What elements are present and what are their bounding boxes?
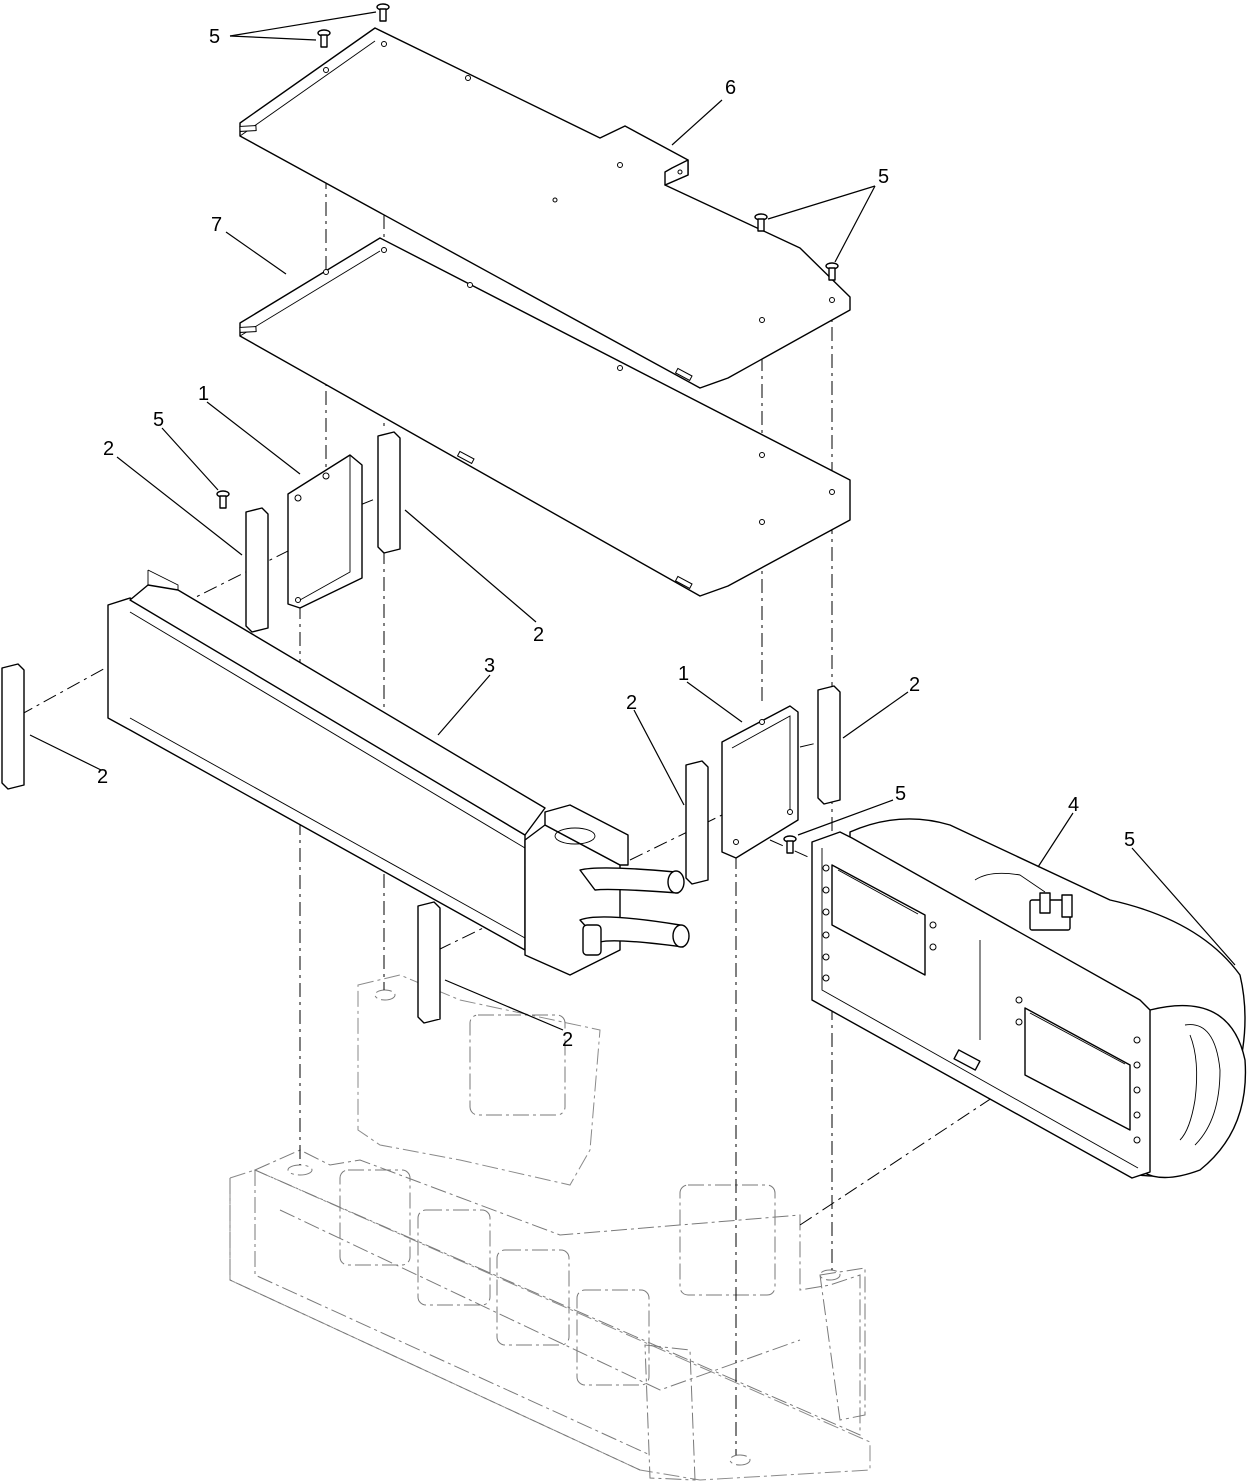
callout-screw-blower: 5 — [1124, 829, 1135, 851]
leader-lines — [29, 11, 1236, 1031]
screw-top-left — [317, 29, 331, 48]
screw-bracket-left — [216, 490, 230, 509]
callout-screws-cover-right: 5 — [878, 166, 889, 188]
base-housing-phantom — [229, 974, 871, 1481]
callout-seal-left-mid: 2 — [103, 438, 114, 460]
callout-bracket-left: 1 — [198, 383, 209, 405]
bracket-right — [721, 705, 799, 859]
callout-bracket-right: 1 — [678, 663, 689, 685]
callout-seal-bottom: 2 — [562, 1029, 573, 1051]
screw-top-right — [376, 3, 390, 22]
callout-gasket-plate: 7 — [211, 214, 222, 236]
callout-seal-right-lower: 2 — [626, 692, 637, 714]
seal-left-mid — [245, 507, 269, 633]
seal-bottom — [417, 901, 441, 1024]
seal-left-upper — [377, 431, 401, 554]
blower-assembly — [811, 818, 1247, 1179]
screw-cover-right-b — [825, 262, 839, 281]
callout-screws-top: 5 — [209, 26, 220, 48]
heater-core — [107, 569, 690, 976]
seal-right-lower — [685, 760, 709, 885]
callout-seal-left-upper: 2 — [533, 624, 544, 646]
callout-blower: 4 — [1068, 794, 1079, 816]
callout-heater-core: 3 — [484, 655, 495, 677]
callout-cover-plate: 6 — [725, 77, 736, 99]
callout-screw-bracket-left: 5 — [153, 409, 164, 431]
callout-screw-bracket-right: 5 — [895, 783, 906, 805]
callout-seal-end-left: 2 — [97, 766, 108, 788]
gasket-plate — [239, 237, 851, 597]
screw-bracket-right — [783, 835, 797, 854]
bracket-left — [287, 454, 363, 609]
callout-seal-right-upper: 2 — [909, 674, 920, 696]
seal-end-left — [1, 663, 25, 790]
cover-plate — [239, 27, 851, 389]
screw-cover-right-a — [754, 213, 768, 232]
seal-right-upper — [817, 685, 841, 805]
